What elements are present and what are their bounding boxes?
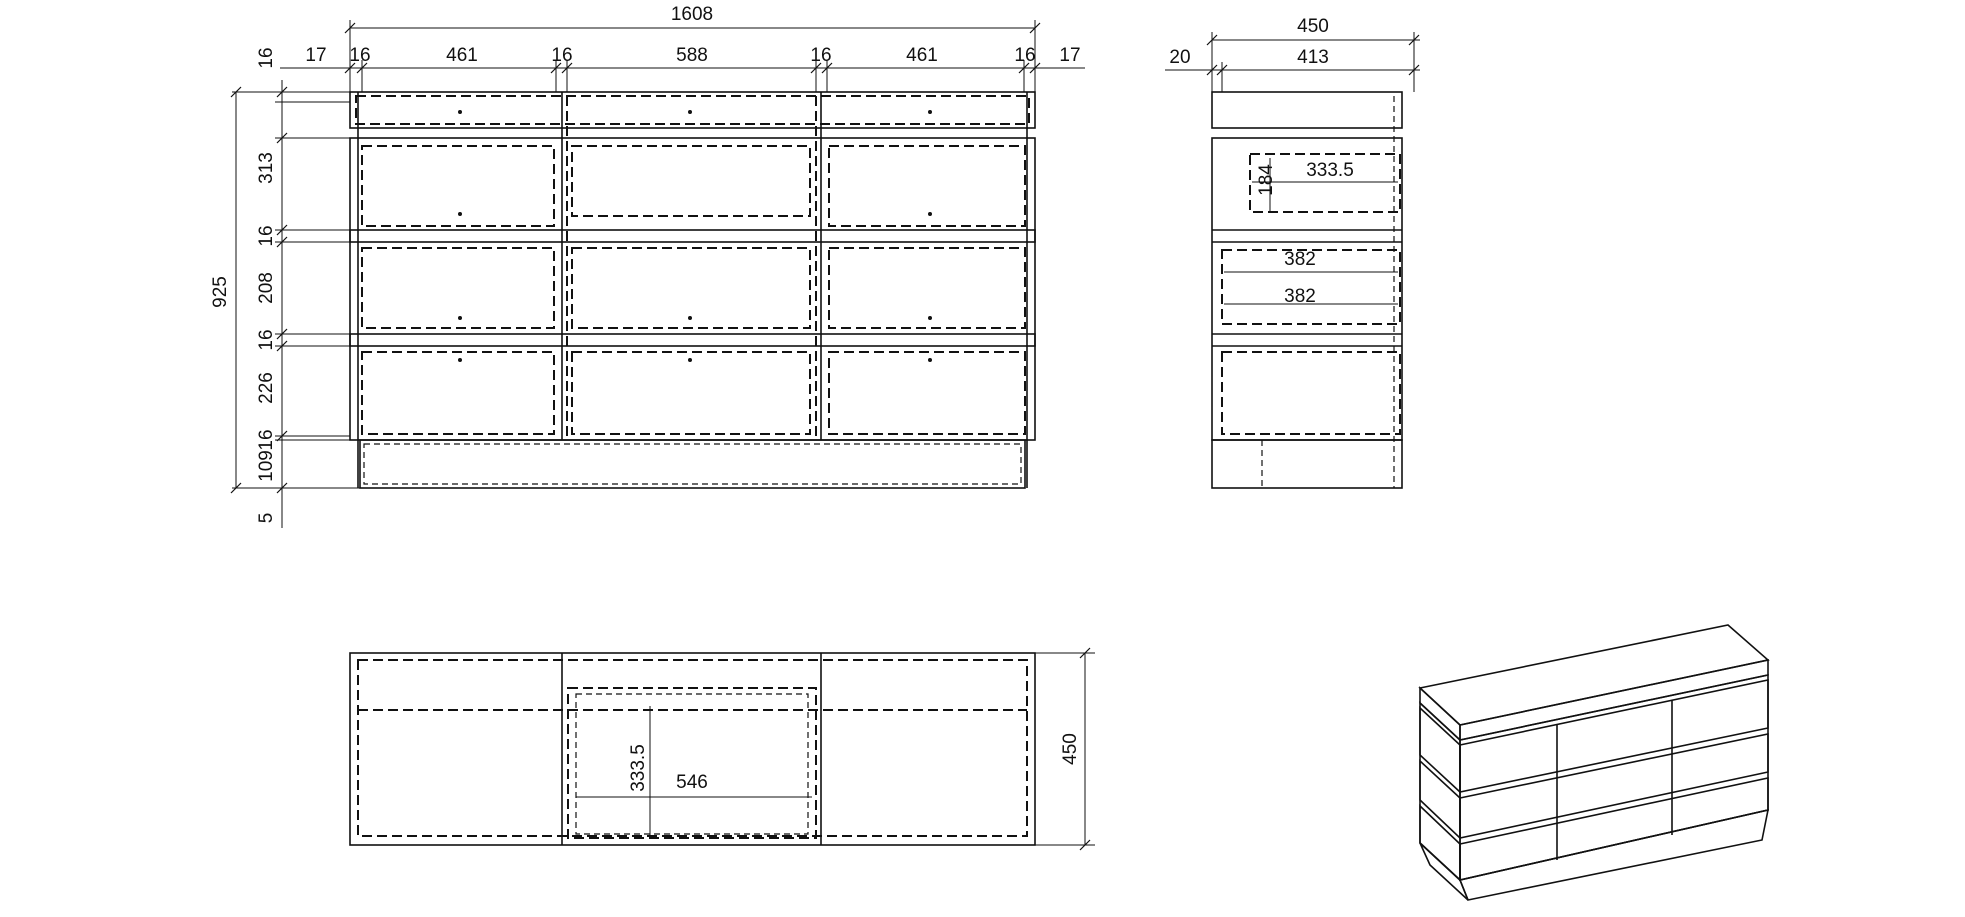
dim-top-view-drawer-depth: 333.5 [628,744,649,792]
dim-overall-width: 1608 [671,4,713,25]
dim-left-1: 313 [256,152,277,184]
dim-top-view-depth: 450 [1060,733,1081,765]
dim-top-5: 16 [810,45,831,66]
dim-top-7: 16 [1014,45,1035,66]
dim-side-mid-1: 382 [1284,249,1316,270]
dim-left-7: 109 [256,450,277,482]
dim-left-3: 208 [256,272,277,304]
dim-overall-height: 925 [210,276,231,308]
dim-side-offset: 20 [1169,47,1190,68]
dim-left-2: 16 [256,225,277,246]
dim-top-8: 17 [1059,45,1080,66]
side-view: 450 20 413 333.5 184 382 382 [1165,16,1420,489]
dim-left-0: 16 [256,47,277,68]
isometric-dresser-illustration [1418,624,1770,901]
top-view: 546 333.5 450 [349,647,1095,851]
dim-top-2: 461 [446,45,478,66]
dim-side-drawer-depth: 333.5 [1306,160,1354,181]
dim-top-view-drawer-width: 546 [676,772,708,793]
front-view: 1608 17 16 461 16 588 16 461 16 17 [210,4,1085,528]
dim-left-8: 5 [256,513,277,524]
dim-top-0: 17 [305,45,326,66]
dim-side-mid-2: 382 [1284,286,1316,307]
dim-side-drawer-height: 184 [1256,164,1277,196]
dim-left-5: 226 [256,372,277,404]
dim-left-6: 16 [256,429,277,450]
dim-left-4: 16 [256,329,277,350]
dim-side-depth: 450 [1297,16,1329,37]
dim-top-1: 16 [349,45,370,66]
dim-top-3: 16 [551,45,572,66]
dim-top-4: 588 [676,45,708,66]
dim-side-inner-depth: 413 [1297,47,1329,68]
dim-top-6: 461 [906,45,938,66]
